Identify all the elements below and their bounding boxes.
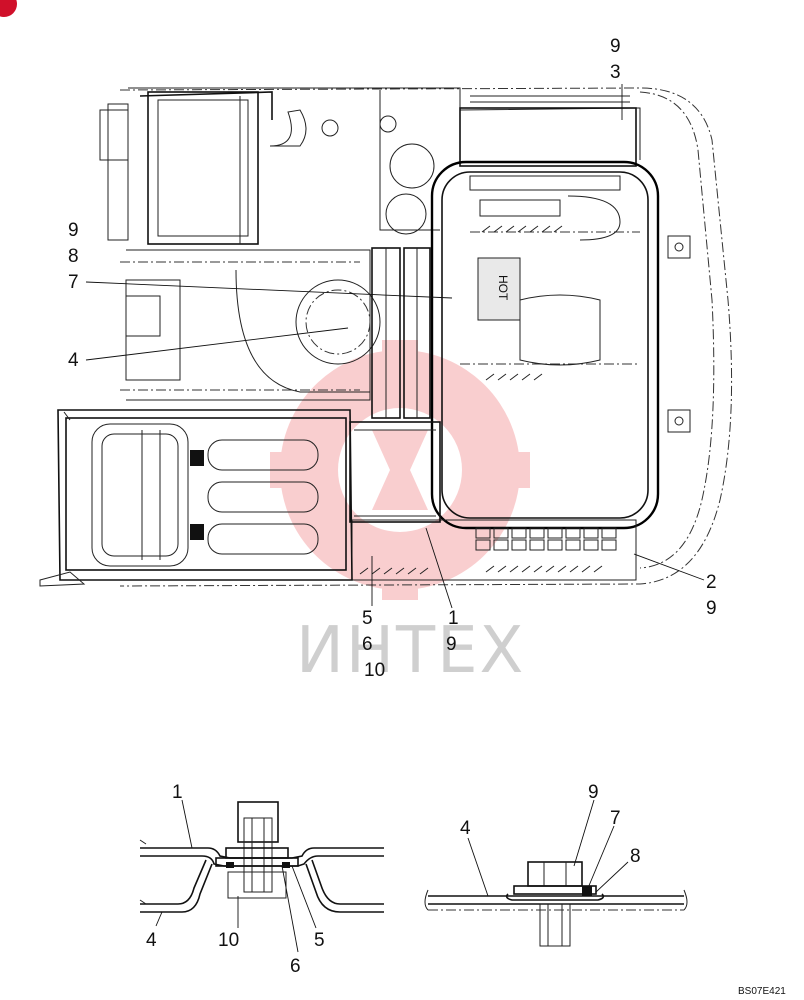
detail-left-label-1: 1 <box>172 782 183 803</box>
plan-leader-lines <box>85 84 705 609</box>
callout-6-mid: 6 <box>362 634 373 655</box>
callout-9-top: 9 <box>610 36 621 57</box>
callout-4-left: 4 <box>68 350 79 371</box>
plan-callouts: 9 3 9 8 7 4 2 9 5 6 10 1 9 <box>68 36 717 681</box>
callout-1-mid: 1 <box>448 608 459 629</box>
hot-label: HOT <box>496 275 510 301</box>
detail-right-label-9: 9 <box>588 782 599 803</box>
detail-left-label-5: 5 <box>314 930 325 951</box>
callout-10-mid: 10 <box>364 660 385 681</box>
corner-badge-icon <box>0 0 17 17</box>
callout-8-left: 8 <box>68 246 79 267</box>
detail-right-label-4: 4 <box>460 818 471 839</box>
detail-left-label-6: 6 <box>290 956 301 977</box>
detail-right-label-7: 7 <box>610 808 621 829</box>
callout-2: 2 <box>706 572 717 593</box>
callout-9-left: 9 <box>68 220 79 241</box>
callout-9-right: 9 <box>706 598 717 619</box>
reference-code: BS07E421 <box>738 986 786 997</box>
callout-9-mid: 9 <box>446 634 457 655</box>
detail-right-label-8: 8 <box>630 846 641 867</box>
detail-view-left: 1 4 10 5 6 <box>139 782 384 977</box>
detail-view-right: 9 7 8 4 <box>424 782 688 947</box>
plan-view: HOT <box>39 87 733 587</box>
callout-5-mid: 5 <box>362 608 373 629</box>
watermark-text: ИНТЕХ <box>296 614 525 688</box>
detail-left-label-4: 4 <box>146 930 157 951</box>
callout-3: 3 <box>610 62 621 83</box>
detail-left-label-10: 10 <box>218 930 239 951</box>
callout-7-left: 7 <box>68 272 79 293</box>
